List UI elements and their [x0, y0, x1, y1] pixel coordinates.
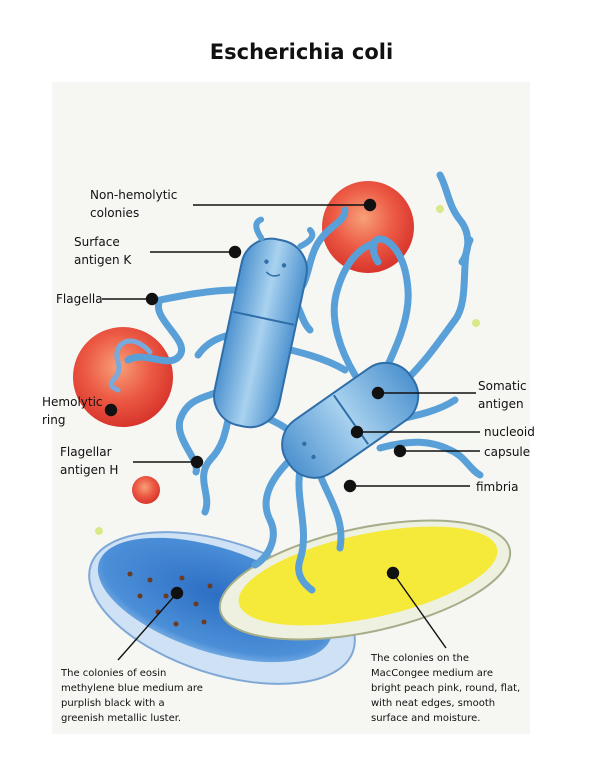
- flagellar-antigen-dot: [190, 455, 204, 469]
- label-surface-antigen-k: Surface antigen K: [74, 235, 132, 267]
- bacterium-lower: [281, 361, 420, 479]
- label-capsule: capsule: [484, 445, 531, 459]
- non-hemolytic-dot: [363, 198, 377, 212]
- somatic-antigen-dot: [371, 386, 385, 400]
- note-eosin-medium: The colonies of eosin methylene blue med…: [61, 668, 203, 724]
- non-hemolytic-colony: [322, 181, 414, 273]
- flagella: [124, 171, 484, 594]
- label-flagella: Flagella: [56, 292, 103, 306]
- flagella-dot: [145, 292, 159, 306]
- hemolytic-ring: [108, 338, 153, 393]
- emb-dot: [170, 586, 184, 600]
- leader-lines: [102, 198, 480, 661]
- bacterium-upper: [213, 216, 316, 429]
- label-nucleoid: nucleoid: [484, 425, 535, 439]
- hemolytic-dot: [104, 403, 118, 417]
- capsule-dot: [393, 444, 407, 458]
- small-colony: [132, 476, 160, 504]
- label-hemolytic-ring: Hemolytic ring: [42, 395, 103, 427]
- note-macconkey-medium: The colonies on the MacCongee medium are…: [371, 653, 521, 724]
- page-title: Escherichia coli: [209, 40, 394, 64]
- label-non-hemolytic-colonies: Non-hemolytic colonies: [90, 188, 178, 220]
- label-flagellar-antigen-h: Flagellar antigen H: [60, 445, 119, 477]
- fimbria-dot: [343, 479, 357, 493]
- nucleoid-dot: [350, 425, 364, 439]
- label-fimbria: fimbria: [476, 480, 519, 494]
- macconkey-dot: [386, 566, 400, 580]
- label-somatic-antigen: Somatic antigen: [478, 379, 527, 411]
- surface-antigen-dot: [228, 245, 242, 259]
